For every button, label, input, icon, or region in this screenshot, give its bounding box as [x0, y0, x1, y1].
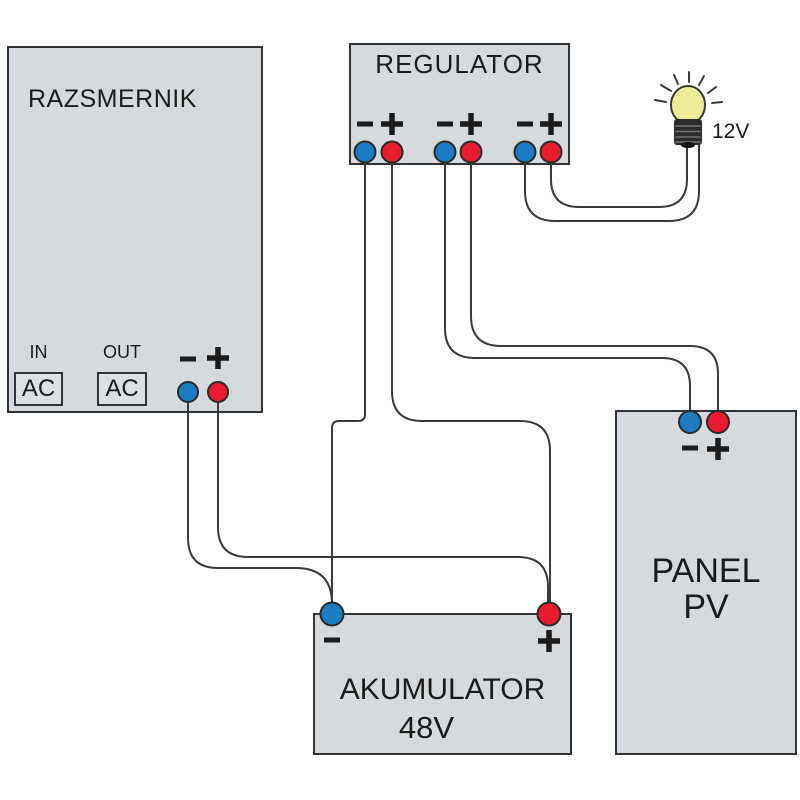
battery-voltage-label: 48V — [398, 710, 455, 745]
wire-regulator1-pos-to-battery-pos — [391, 154, 551, 612]
inverter-box: RAZSMERNIK IN OUT AC AC — [7, 46, 263, 413]
regulator-box: REGULATOR — [349, 43, 570, 165]
bulb-ray-icon — [698, 75, 705, 86]
bulb-base-icon — [674, 119, 702, 145]
ac-in-label: IN — [29, 342, 48, 362]
battery-box-label: AKUMULATOR — [339, 673, 546, 706]
ac-in-port: AC — [14, 372, 63, 406]
regulator-box-label: REGULATOR — [375, 49, 544, 79]
bulb-ray-icon — [673, 74, 679, 85]
bulb-ray-icon — [660, 84, 672, 92]
bulb-glass-icon — [670, 85, 706, 125]
ac-out-label: OUT — [103, 342, 141, 362]
bulb-voltage-label: 12V — [712, 120, 750, 143]
bulb-ray-icon — [654, 99, 667, 103]
wire-regulator1-neg-to-battery-neg — [331, 154, 366, 612]
battery-box: AKUMULATOR 48V — [313, 613, 572, 755]
pv-panel-box: PANEL PV — [615, 410, 797, 755]
ac-out-port: AC — [97, 372, 147, 406]
wire-inverter-neg-to-battery-neg — [187, 396, 333, 612]
wire-inverter-pos-to-battery-pos — [217, 396, 549, 612]
pv-panel-label-line2: PV — [683, 588, 729, 626]
wire-regulator2-neg-to-panel-neg — [444, 154, 691, 420]
bulb-contact-icon — [681, 142, 695, 148]
bulb-ray-icon — [711, 101, 723, 104]
pv-panel-label: PANEL PV — [617, 553, 795, 625]
wire-regulator3-pos-to-bulb — [550, 144, 688, 208]
wire-regulator2-pos-to-panel-pos — [470, 154, 719, 420]
inverter-box-label: RAZSMERNIK — [28, 85, 197, 113]
pv-panel-label-line1: PANEL — [651, 552, 761, 590]
bulb-ray-icon — [707, 86, 717, 94]
